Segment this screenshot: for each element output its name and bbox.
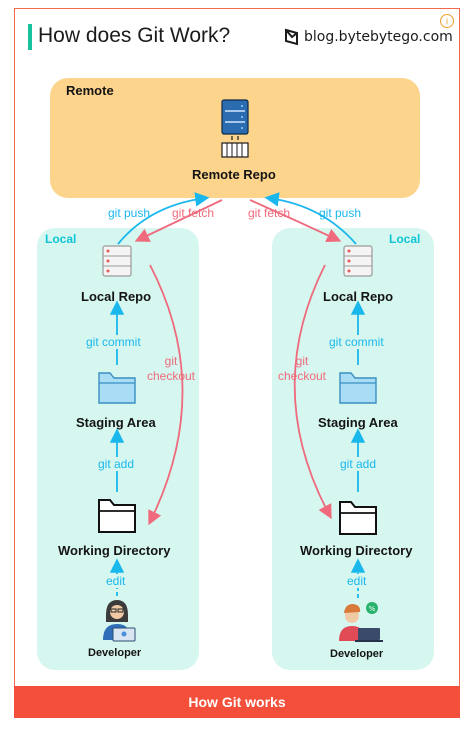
local-repo-label-left: Local Repo — [81, 289, 152, 304]
developer-label-right: Developer — [330, 648, 384, 660]
staging-area-label-right: Staging Area — [318, 415, 398, 430]
working-directory-label-right: Working Directory — [300, 543, 413, 558]
git-commit-left-label: git commit — [85, 335, 142, 349]
working-directory-label-left: Working Directory — [58, 543, 171, 558]
blog-url: blog.bytebytego.com — [304, 29, 453, 45]
blog-brand: blog.bytebytego.com — [284, 28, 453, 46]
edit-left-label: edit — [105, 574, 127, 588]
arrow-checkout-right — [293, 264, 332, 520]
git-push-left-label: git push — [108, 206, 151, 220]
arrow-git-push-right — [264, 192, 357, 245]
remote-label: Remote — [66, 83, 114, 98]
local-repo-label-right: Local Repo — [323, 289, 394, 304]
page-title: How does Git Work? — [38, 24, 231, 47]
arrow-git-fetch-left — [134, 199, 223, 242]
folder-filled-icon — [339, 372, 377, 404]
server-stack-icon — [221, 99, 249, 158]
edit-right-label: edit — [346, 574, 368, 588]
local-label-left: Local — [45, 232, 77, 246]
git-checkout-right-label: git checkout — [274, 354, 330, 384]
git-checkout-left-line1: git — [164, 354, 178, 368]
git-add-right-label: git add — [339, 457, 378, 471]
arrow-git-fetch-right — [249, 199, 342, 242]
info-icon[interactable]: i — [440, 14, 454, 28]
git-checkout-left-label: git checkout — [143, 354, 199, 384]
arrow-checkout-left — [148, 264, 184, 526]
git-add-left-label: git add — [97, 457, 136, 471]
server-icon — [102, 245, 132, 277]
developer-woman-icon — [103, 600, 136, 642]
local-label-right: Local — [389, 232, 421, 246]
remote-repo-label: Remote Repo — [192, 167, 276, 182]
bytebytego-logo-icon — [285, 28, 298, 46]
developer-man-icon: % — [339, 602, 383, 642]
git-checkout-right-line1: git — [295, 354, 309, 368]
folder-outline-icon — [98, 499, 136, 533]
git-checkout-right-line2: checkout — [277, 369, 327, 383]
git-fetch-right-label: git fetch — [248, 206, 291, 220]
folder-outline-icon — [339, 501, 377, 535]
git-checkout-left-line2: checkout — [146, 369, 196, 383]
svg-text:%: % — [369, 605, 376, 613]
git-commit-right-label: git commit — [328, 335, 385, 349]
arrow-git-push-left — [117, 192, 210, 245]
git-fetch-left-label: git fetch — [172, 206, 215, 220]
figure-caption: How Git works — [14, 686, 460, 718]
server-icon — [343, 245, 373, 277]
git-push-right-label: git push — [319, 206, 362, 220]
folder-filled-icon — [98, 372, 136, 404]
staging-area-label-left: Staging Area — [76, 415, 156, 430]
developer-label-left: Developer — [88, 647, 142, 659]
remote-box — [50, 78, 420, 198]
title-accent-bar — [28, 24, 32, 50]
